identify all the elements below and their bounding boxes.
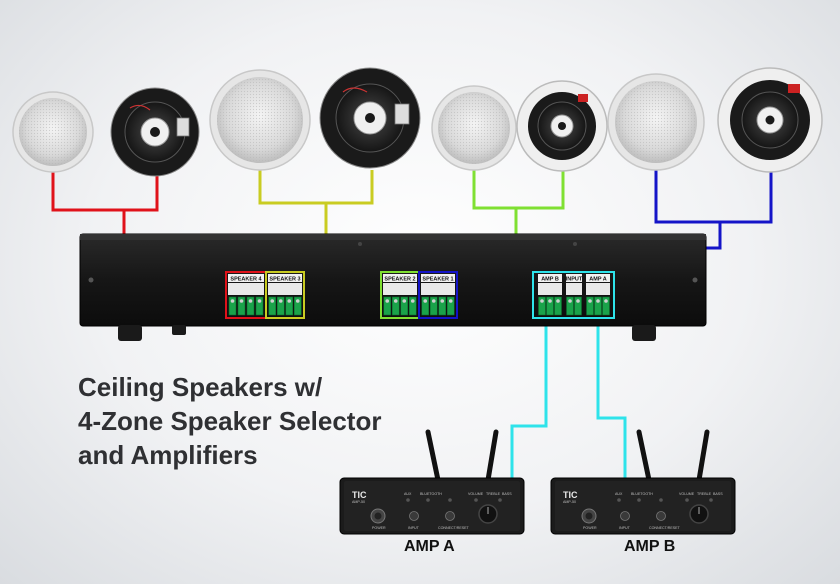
terminal-label: SPEAKER 3 [269,277,300,283]
svg-text:AUX: AUX [615,492,623,496]
ceiling-speaker-grille-1 [12,91,94,173]
headline-line-2: 4-Zone Speaker Selector [78,406,382,436]
antenna [696,429,710,483]
ceiling-speaker-grille-3 [431,85,517,171]
terminal-screw [293,296,302,316]
svg-text:AMP-50: AMP-50 [563,500,576,504]
terminal-screw [228,296,237,316]
antenna [485,429,499,483]
ceiling-speaker-driver-2 [319,67,421,169]
svg-text:AUX: AUX [404,492,412,496]
terminal-screw [421,296,430,316]
terminal-screw [438,296,447,316]
terminal-label: SPEAKER 4 [230,277,262,283]
svg-text:VOLUME: VOLUME [679,492,695,496]
terminal-screw [554,296,562,316]
svg-text:BLUETOOTH: BLUETOOTH [420,492,442,496]
terminal-screw [255,296,264,316]
terminal-screw [574,296,582,316]
terminal-screw [602,296,610,316]
svg-text:INPUT: INPUT [619,526,631,530]
terminal-input: INPUT [566,274,583,316]
terminal-screw [246,296,255,316]
terminal-speaker4: SPEAKER 4 [225,271,267,319]
svg-text:BASS: BASS [502,492,512,496]
terminal-screw [285,296,294,316]
headline-line-1: Ceiling Speakers w/ [78,372,323,402]
terminal-screw [566,296,574,316]
terminal-screw [408,296,417,316]
input-button[interactable] [620,511,630,521]
connect-reset-button[interactable] [656,511,666,521]
terminal-speaker1: SPEAKER 1 [418,271,458,319]
terminal-label: SPEAKER 1 [422,277,453,283]
terminal-screw [446,296,455,316]
svg-text:CONNECT/RESET: CONNECT/RESET [438,526,470,530]
terminal-label: AMP B [541,277,559,283]
terminal-label: INPUT [566,277,583,283]
terminal-screw [391,296,400,316]
terminal-screw [400,296,409,316]
terminal-screw [237,296,246,316]
terminal-label: AMP A [589,277,606,283]
ceiling-speaker-driver-1 [110,87,200,177]
ceiling-speaker-driver-3 [516,80,608,172]
brand-logo: TIC [563,490,578,500]
connect-reset-button[interactable] [445,511,455,521]
amp-b-caption: AMP B [624,538,676,555]
terminal-screw [429,296,438,316]
antenna [636,429,652,483]
brand-logo: TIC [352,490,367,500]
terminal-screw [546,296,554,316]
svg-text:TREBLE: TREBLE [486,492,501,496]
ceiling-speaker-driver-4 [717,67,823,173]
terminal-screw [538,296,546,316]
ceiling-speaker-grille-4 [607,73,705,171]
amp-a-caption: AMP A [404,538,455,555]
headline-line-3: and Amplifiers [78,440,258,470]
terminal-screw [268,296,277,316]
svg-text:CONNECT/RESET: CONNECT/RESET [649,526,681,530]
svg-text:INPUT: INPUT [408,526,420,530]
terminal-amp-a: AMP A [586,274,610,316]
svg-text:BASS: BASS [713,492,723,496]
svg-text:VOLUME: VOLUME [468,492,484,496]
terminal-label: SPEAKER 2 [384,277,415,283]
terminal-speaker2: SPEAKER 2 [380,271,420,319]
terminal-screw [276,296,285,316]
terminal-screw [586,296,594,316]
terminal-amp-b: AMP B [538,274,562,316]
svg-text:POWER: POWER [372,526,386,530]
input-button[interactable] [409,511,419,521]
terminal-screw [383,296,392,316]
svg-text:TREBLE: TREBLE [697,492,712,496]
terminal-speaker3: SPEAKER 3 [265,271,305,319]
antenna [425,429,441,483]
svg-text:POWER: POWER [583,526,597,530]
svg-text:AMP-50: AMP-50 [352,500,365,504]
svg-text:BLUETOOTH: BLUETOOTH [631,492,653,496]
amp-wire [510,318,627,486]
ceiling-speaker-grille-2 [209,69,311,171]
headline: Ceiling Speakers w/ 4-Zone Speaker Selec… [78,370,381,472]
terminal-screw [594,296,602,316]
